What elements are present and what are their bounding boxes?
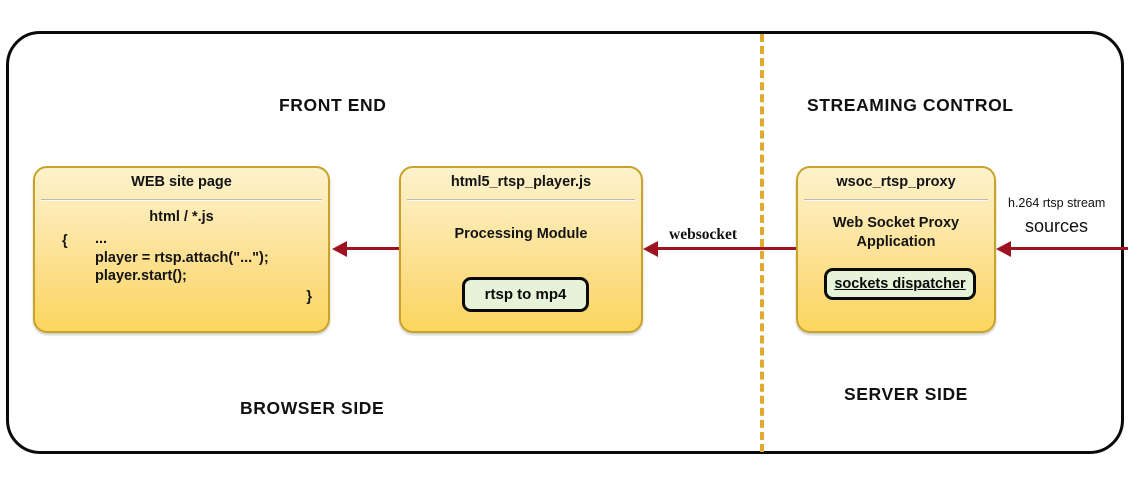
web-page-brace-close: } [306, 289, 312, 305]
node-web-site-page[interactable]: WEB site page html / *.js { ... player =… [33, 166, 330, 333]
node-html5-rtsp-player[interactable]: html5_rtsp_player.js Processing Module r… [399, 166, 643, 333]
caption-front-end: FRONT END [279, 95, 387, 115]
node-wsoc-rtsp-proxy[interactable]: wsoc_rtsp_proxy Web Socket Proxy Applica… [796, 166, 996, 333]
node-wsoc-rtsp-proxy-title: wsoc_rtsp_proxy [836, 174, 956, 190]
arrow-player-to-webpage-head-icon [332, 240, 347, 257]
node-html5-rtsp-player-separator [407, 199, 635, 200]
chip-sockets-dispatcher[interactable]: sockets dispatcher [824, 268, 976, 300]
arrow-proxy-to-player-line [658, 247, 796, 250]
proxy-subtitle-line-1: Web Socket Proxy [832, 215, 960, 231]
edge-label-h264-rtsp-stream: h.264 rtsp stream [1008, 196, 1106, 210]
edge-label-websocket: websocket [669, 226, 738, 243]
arrow-proxy-to-player-head-icon [643, 240, 658, 257]
web-page-code-line-2: player = rtsp.attach("..."); [95, 249, 269, 266]
node-wsoc-rtsp-proxy-separator [804, 199, 988, 200]
web-page-header-line: html / *.js [149, 209, 214, 225]
edge-label-sources: sources [1025, 216, 1089, 236]
chip-rtsp-to-mp4[interactable]: rtsp to mp4 [462, 277, 589, 312]
caption-server-side: SERVER SIDE [844, 384, 968, 404]
arrow-player-to-webpage-line [347, 247, 399, 250]
node-web-site-page-separator [41, 199, 322, 200]
arrow-sources-to-proxy-head-icon [996, 240, 1011, 257]
web-page-code-line-3: player.start(); [95, 268, 187, 285]
web-page-code-line-1: ... [95, 231, 108, 247]
web-page-code-block: ... player = rtsp.attach("..."); player.… [95, 230, 269, 286]
web-page-brace-open: { [62, 233, 68, 249]
node-wsoc-rtsp-proxy-subtitle: Web Socket Proxy Application [798, 214, 994, 251]
node-web-site-page-title: WEB site page [131, 174, 232, 190]
proxy-subtitle-line-2: Application [856, 233, 936, 250]
chip-sockets-dispatcher-label: sockets dispatcher [834, 276, 966, 292]
node-html5-rtsp-player-title: html5_rtsp_player.js [450, 174, 592, 190]
outer-frame [6, 31, 1124, 454]
caption-streaming-control: STREAMING CONTROL [807, 95, 1014, 115]
node-html5-rtsp-player-subtitle: Processing Module [454, 226, 588, 242]
arrow-sources-to-proxy-line [1011, 247, 1128, 250]
caption-browser-side: BROWSER SIDE [240, 398, 385, 418]
node-web-site-page-body: html / *.js { ... player = rtsp.attach("… [35, 208, 328, 305]
side-divider-dashed-line [760, 34, 764, 452]
